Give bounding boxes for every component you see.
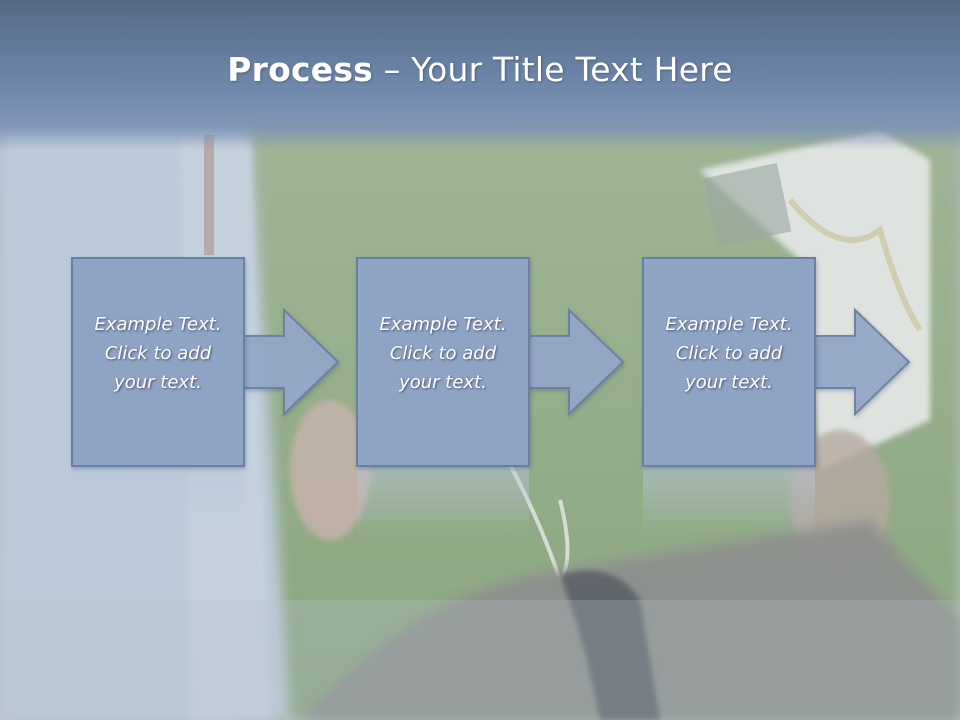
step-1-line-1: Example Text. [94, 314, 222, 335]
step-2-box[interactable] [356, 257, 530, 467]
step-2-line-3: your text. [399, 372, 487, 393]
slide-title[interactable]: Process – Your Title Text Here [0, 50, 960, 89]
step-1-arrow [243, 307, 340, 417]
step-3-line-3: your text. [685, 372, 773, 393]
title-band [0, 0, 960, 150]
step-1-box[interactable] [71, 257, 245, 467]
step-1-line-3: your text. [114, 372, 202, 393]
step-1-text[interactable]: Example Text. Click to add your text. [72, 310, 244, 397]
step-3-line-2: Click to add [675, 343, 783, 364]
step-2-arrow [528, 307, 625, 417]
step-2-text[interactable]: Example Text. Click to add your text. [357, 310, 529, 397]
step-2-reflection [357, 466, 529, 536]
title-rest-part: – Your Title Text Here [373, 50, 733, 89]
step-3-arrow [814, 307, 911, 417]
step-3-line-1: Example Text. [665, 314, 793, 335]
step-1-line-2: Click to add [104, 343, 212, 364]
step-3-reflection [643, 466, 815, 536]
step-3-text[interactable]: Example Text. Click to add your text. [643, 310, 815, 397]
step-3-box[interactable] [642, 257, 816, 467]
step-2-line-2: Click to add [389, 343, 497, 364]
step-2-line-1: Example Text. [379, 314, 507, 335]
step-1-reflection [72, 466, 244, 536]
title-bold-part: Process [227, 50, 374, 89]
